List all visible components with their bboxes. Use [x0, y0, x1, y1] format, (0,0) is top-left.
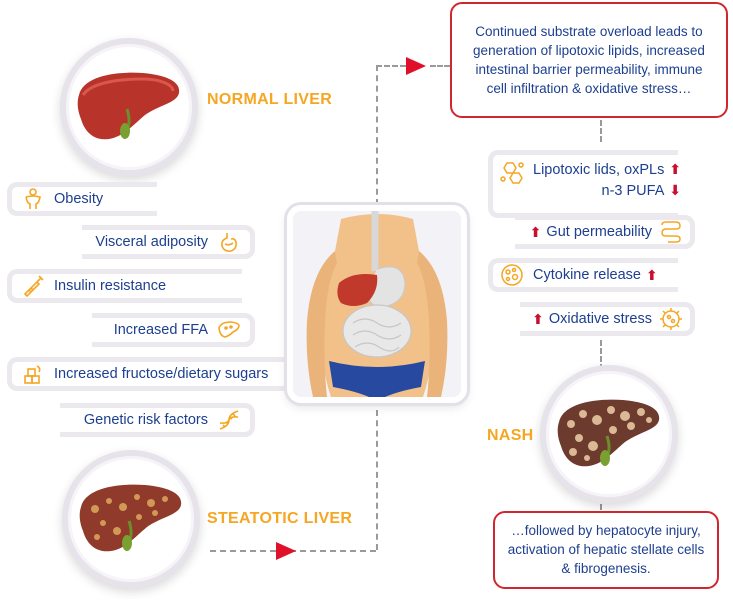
arrow-down-icon: ⬇ — [669, 182, 682, 198]
factor-label: Increased fructose/dietary sugars — [54, 366, 269, 382]
sugar-cubes-icon — [20, 361, 46, 387]
callout-bottom: …followed by hepatocyte injury, activati… — [493, 511, 719, 589]
arrow-up-icon: ⬆ — [529, 223, 542, 240]
connector-top-to-box — [430, 65, 450, 67]
connector-right-vertical — [600, 112, 602, 142]
effect-label: Gut permeability — [546, 224, 652, 240]
factor-label: Increased FFA — [113, 322, 208, 338]
nash-liver-icon — [557, 399, 660, 467]
liver-icon — [216, 317, 242, 343]
connector-top-vertical — [376, 65, 378, 205]
body-illustration — [306, 211, 448, 397]
effect-label: Oxidative stress — [548, 311, 652, 327]
steatotic-liver-icon — [79, 484, 182, 552]
factor-label: Obesity — [54, 191, 104, 207]
steatotic-liver-label: STEATOTIC LIVER — [207, 510, 353, 527]
connector-bottom-vertical — [376, 410, 378, 550]
effect-lipotoxic-lipids: Lipotoxic lids, oxPLs⬆ n-3 PUFA⬇ — [488, 150, 681, 218]
factor-label: Visceral adiposity — [95, 234, 208, 250]
factor-increased-ffa: Increased FFA — [92, 313, 255, 347]
factor-obesity: Obesity — [7, 182, 157, 216]
arrow-right-icon — [406, 57, 426, 75]
normal-liver-circle — [60, 38, 198, 176]
effect-label: n-3 PUFA — [601, 183, 665, 199]
effect-gut-permeability: ⬆ Gut permeability — [515, 215, 695, 249]
nash-liver-circle — [540, 365, 678, 503]
factor-fructose-sugars: Increased fructose/dietary sugars — [7, 357, 297, 391]
factor-label: Insulin resistance — [54, 278, 167, 294]
intestine-icon — [658, 219, 684, 245]
normal-liver-icon — [77, 72, 180, 140]
arrow-right-icon — [276, 542, 296, 560]
steatotic-liver-circle — [62, 450, 200, 588]
factor-visceral-adiposity: Visceral adiposity — [82, 225, 255, 259]
person-obesity-icon — [20, 186, 46, 212]
stress-cell-icon — [658, 306, 684, 332]
normal-liver-label: NORMAL LIVER — [207, 91, 333, 108]
effect-cytokine-release: Cytokine release ⬆ — [488, 258, 678, 292]
callout-top-text: Continued substrate overload leads to ge… — [473, 24, 705, 96]
effect-oxidative-stress: ⬆ Oxidative stress — [520, 302, 695, 336]
factor-insulin-resistance: Insulin resistance — [7, 269, 242, 303]
effect-lipid-lines: Lipotoxic lids, oxPLs⬆ n-3 PUFA⬇ — [533, 159, 686, 201]
nash-label: NASH — [487, 427, 534, 444]
callout-top: Continued substrate overload leads to ge… — [450, 2, 728, 118]
arrow-up-icon: ⬆ — [669, 161, 682, 177]
factor-label: Genetic risk factors — [83, 412, 208, 428]
stomach-icon — [216, 229, 242, 255]
connector-right-vertical-2 — [600, 340, 602, 370]
effect-label: Cytokine release — [533, 267, 641, 283]
arrow-up-icon: ⬆ — [532, 310, 544, 327]
arrow-up-icon: ⬆ — [646, 266, 658, 283]
effect-lipid-line-2: n-3 PUFA⬇ — [602, 180, 687, 201]
effect-label: Lipotoxic lids, oxPLs — [533, 162, 665, 178]
molecule-icon — [499, 159, 527, 189]
connector-top-horizontal — [376, 65, 406, 67]
effect-lipid-line-1: Lipotoxic lids, oxPLs⬆ — [533, 159, 686, 180]
callout-bottom-text: …followed by hepatocyte injury, activati… — [507, 523, 705, 576]
syringe-icon — [20, 273, 46, 299]
body-illustration-panel — [287, 205, 467, 403]
factor-genetic-risk: Genetic risk factors — [60, 403, 255, 437]
dna-icon — [216, 407, 242, 433]
cell-icon — [499, 262, 525, 288]
